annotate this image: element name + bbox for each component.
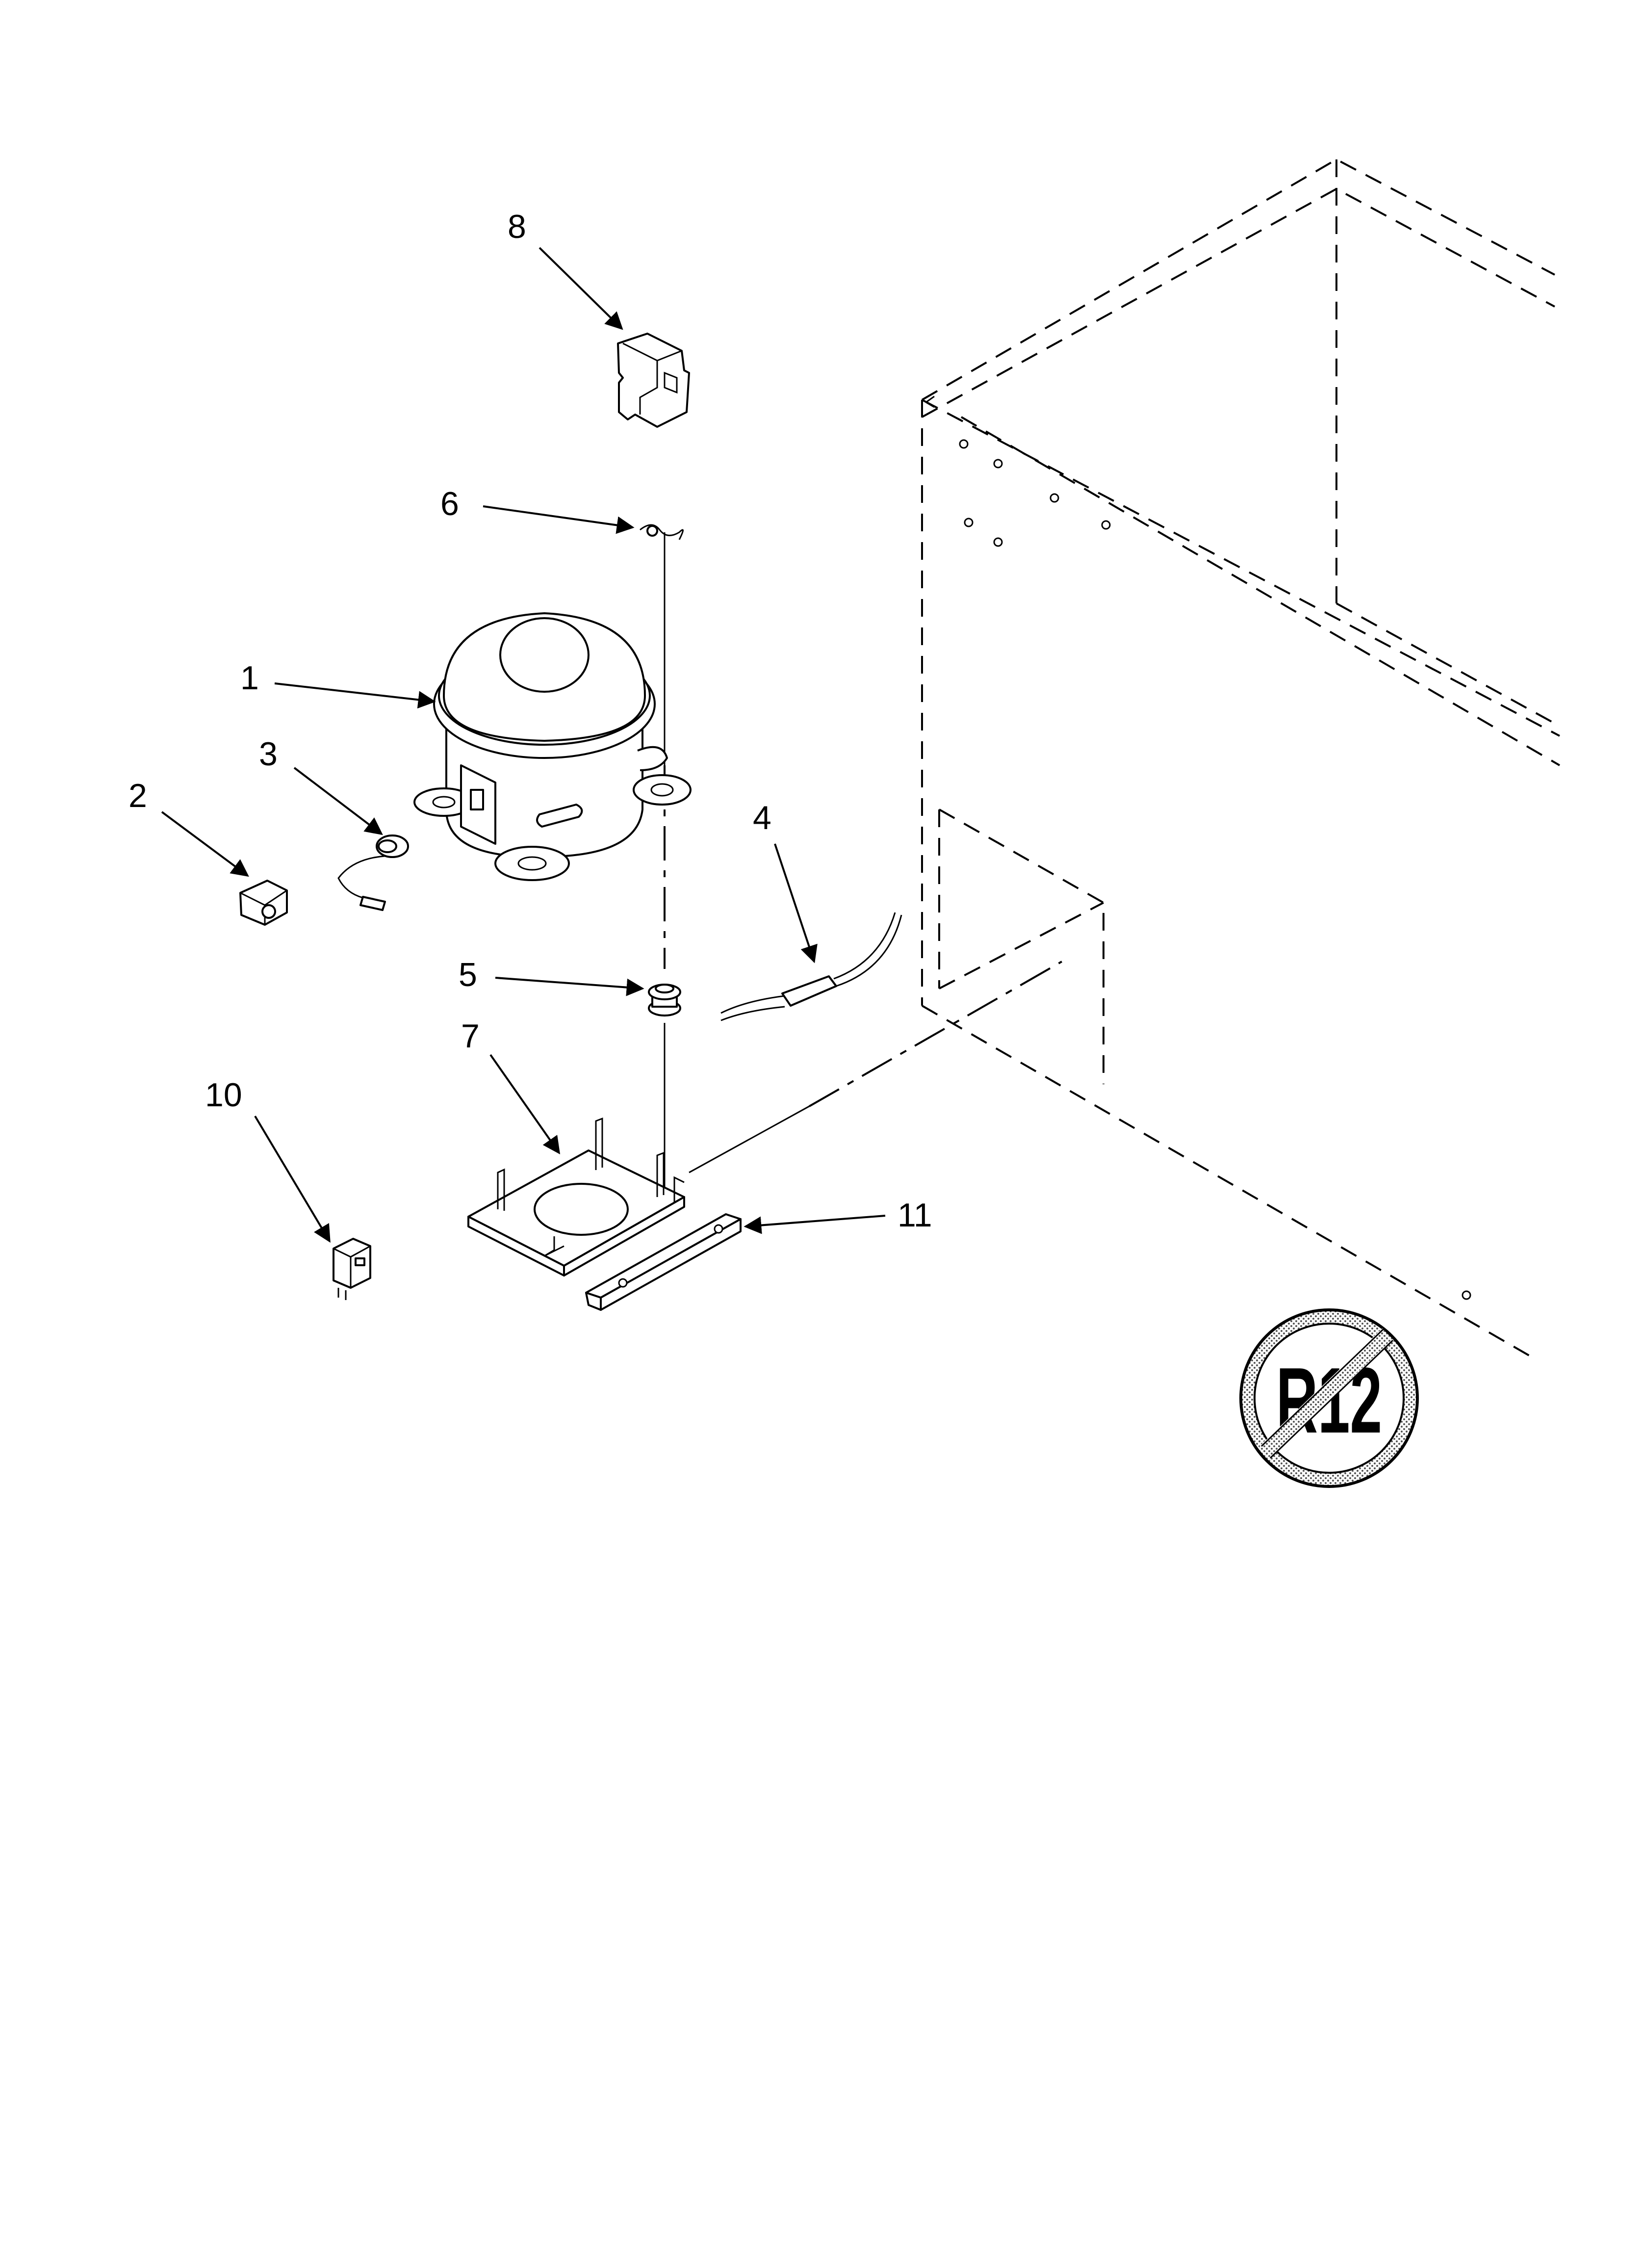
callout-label: 2: [128, 777, 147, 814]
callout-label: 7: [461, 1017, 480, 1055]
callout-label: 11: [898, 1197, 932, 1234]
callout-label: 10: [205, 1076, 242, 1114]
callout-label: 8: [508, 208, 526, 245]
callout-label: 3: [259, 735, 278, 773]
callout-10: 10: [205, 1076, 331, 1243]
callout-5: 5: [459, 956, 644, 996]
relay: [239, 880, 288, 926]
callout-3: 3: [259, 735, 383, 835]
callout-label: 5: [459, 956, 477, 993]
compressor: [413, 612, 692, 881]
callout-label: 6: [440, 485, 459, 522]
clip: [640, 524, 684, 540]
no-r12-badge: R12: [1239, 1308, 1419, 1488]
grommet: [648, 984, 681, 1017]
bracket: [585, 1213, 742, 1311]
callout-7: 7: [461, 1017, 561, 1154]
callout-1: 1: [240, 659, 436, 709]
callout-4: 4: [753, 799, 818, 964]
callout-2: 2: [128, 777, 249, 877]
drier-tube: [720, 912, 902, 1021]
callout-11: 11: [744, 1197, 932, 1234]
assembly-lines: [664, 532, 1062, 1202]
callout-label: 1: [240, 659, 259, 697]
callout-6: 6: [440, 485, 635, 534]
terminal-cover: [617, 333, 690, 428]
callout-8: 8: [508, 208, 623, 330]
base-plate: [467, 1117, 685, 1277]
cabinet-outline: [921, 158, 1561, 1360]
capacitor: [333, 1238, 371, 1300]
overload-protector: [337, 834, 409, 911]
callout-label: 4: [753, 799, 771, 836]
